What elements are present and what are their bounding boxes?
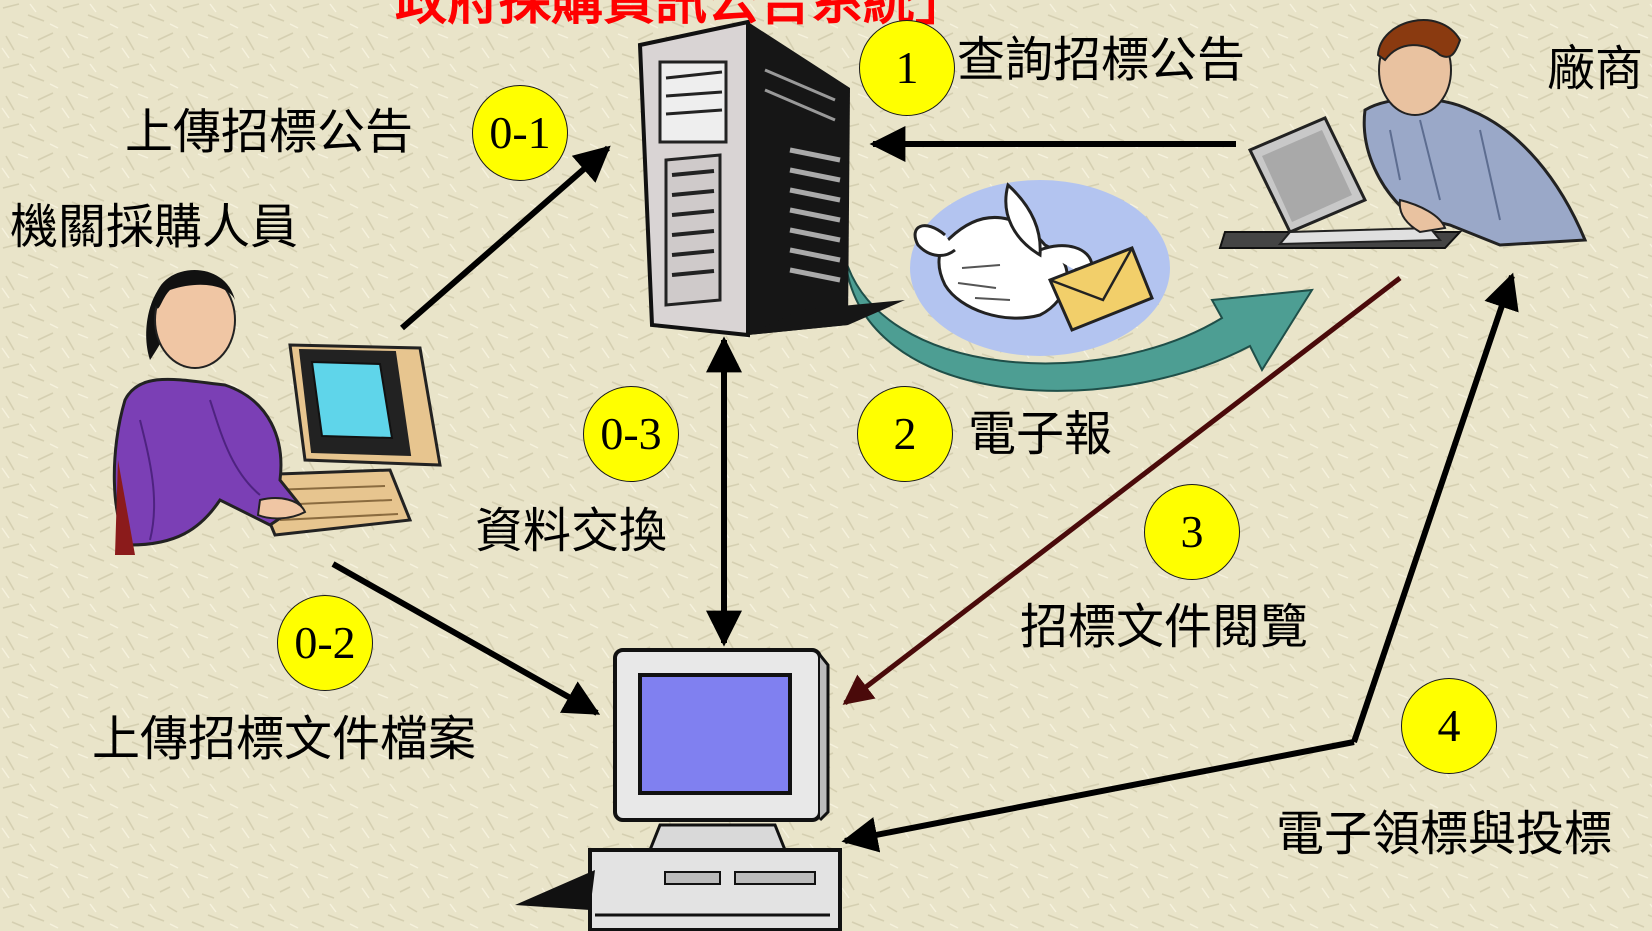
step-badge-4: 4 — [1401, 678, 1497, 774]
vendor-worker-icon — [1218, 19, 1588, 249]
desktop-pc-icon — [515, 648, 842, 931]
step-badge-2: 2 — [857, 386, 953, 482]
agency-label: 機關採購人員 — [10, 199, 299, 255]
newsletter-bird-icon — [910, 180, 1170, 356]
step-label-4: 電子領標與投標 — [1276, 806, 1613, 862]
server-icon — [637, 19, 905, 338]
step-label-0-3: 資料交換 — [475, 503, 668, 559]
arrow-0-2 — [331, 561, 601, 716]
step-label-0-2: 上傳招標文件檔案 — [92, 711, 477, 767]
step-badge-0-1: 0-1 — [472, 85, 568, 181]
agency-worker-icon — [112, 269, 442, 555]
vendor-label: 廠商 — [1547, 41, 1644, 97]
step-badge-0-3: 0-3 — [583, 386, 679, 482]
step-label-3: 招標文件閱覽 — [1020, 599, 1309, 655]
step-badge-1: 1 — [859, 20, 955, 116]
diagram-title: 政府採購資訊公告系統」 — [395, 0, 968, 32]
step-badge-3: 3 — [1144, 484, 1240, 580]
step-label-0-1: 上傳招標公告 — [125, 104, 414, 160]
arrow-0-1 — [400, 145, 611, 331]
arrow-4 — [1351, 272, 1519, 743]
step-badge-0-2: 0-2 — [277, 595, 373, 691]
step-label-1: 查詢招標公告 — [957, 32, 1246, 88]
arrow-3 — [842, 276, 1402, 705]
step-label-2: 電子報 — [968, 406, 1113, 462]
newsletter-curve-icon — [844, 257, 1314, 392]
arrow-4-return — [841, 739, 1355, 853]
